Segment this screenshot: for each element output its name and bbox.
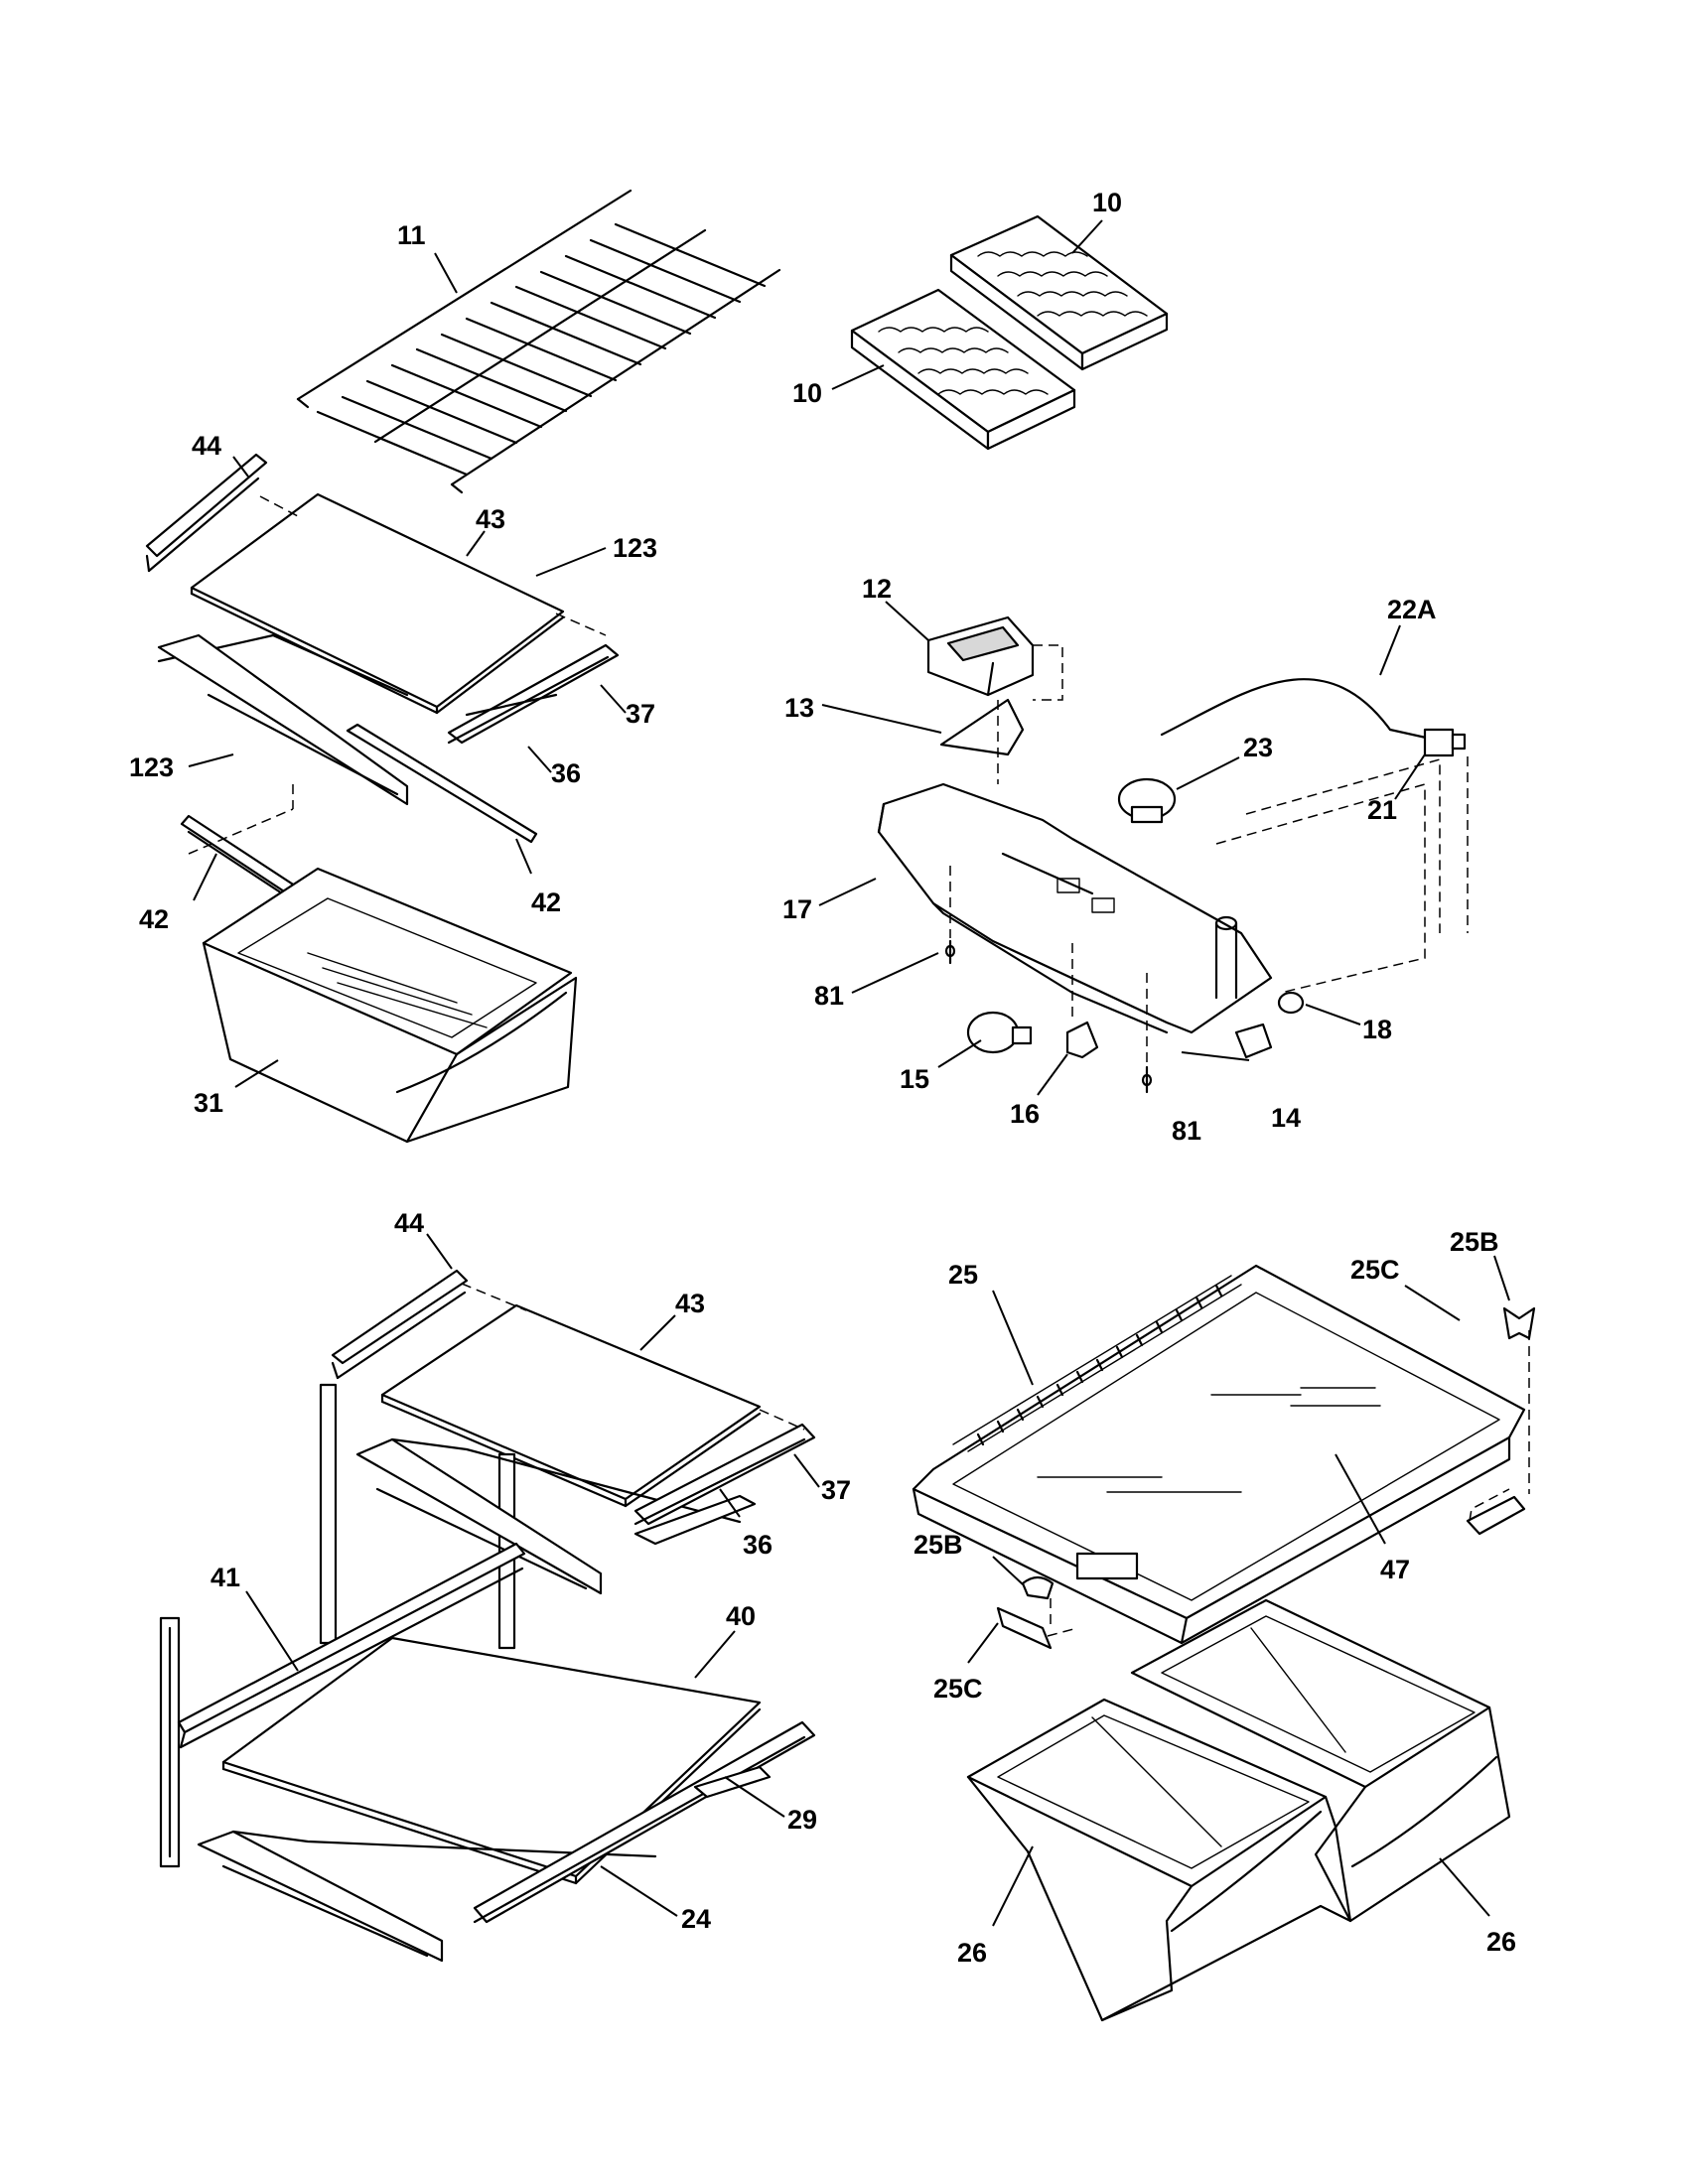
- lower-right-alignment-lines: [1047, 1330, 1530, 1637]
- upper-shelf-trim-44: [145, 453, 268, 573]
- callout-26-b: 26: [1486, 1927, 1516, 1957]
- callout-17: 17: [782, 894, 812, 924]
- crisper-cover-25: [912, 1264, 1526, 1645]
- upper-shelf-frame: [157, 633, 620, 844]
- wire-freezer-shelf: [296, 189, 781, 494]
- lower-left-alignment-lines: [461, 1283, 805, 1431]
- callout-25c-b: 25C: [933, 1674, 983, 1704]
- callout-14: 14: [1271, 1103, 1301, 1133]
- deflector-13: [939, 698, 1025, 756]
- callout-42-a: 42: [531, 887, 561, 917]
- callout-81-a: 81: [814, 981, 844, 1011]
- shelf-standard-left: [159, 1616, 181, 1868]
- callout-81-b: 81: [1172, 1116, 1201, 1146]
- callout-36-a: 36: [551, 758, 581, 788]
- callout-41: 41: [211, 1563, 240, 1592]
- crisper-pan-26-left: [966, 1698, 1352, 2022]
- callout-15: 15: [900, 1064, 929, 1094]
- screw-81-left: [944, 939, 956, 965]
- callout-10-a: 10: [1092, 188, 1122, 217]
- callout-37-a: 37: [626, 699, 655, 729]
- callout-13: 13: [784, 693, 814, 723]
- crisper-pan-26-right: [1130, 1598, 1511, 1923]
- callout-36-b: 36: [743, 1530, 773, 1560]
- control-housing-17: [877, 782, 1273, 1034]
- bracket-25c-left: [996, 1606, 1053, 1650]
- roller-25b-left: [1021, 1575, 1055, 1600]
- callout-11: 11: [397, 220, 426, 250]
- lower-shelf-frame-lower: [197, 1720, 816, 1963]
- light-shield-12: [926, 615, 1035, 697]
- callout-44-b: 44: [394, 1208, 424, 1238]
- control-23: [1117, 777, 1177, 824]
- callout-22a: 22A: [1387, 595, 1437, 624]
- callout-21: 21: [1367, 795, 1397, 825]
- callout-123-b: 123: [129, 752, 174, 782]
- lower-shelf-trim-44: [331, 1269, 469, 1380]
- callout-123-a: 123: [613, 533, 657, 563]
- callout-42-b: 42: [139, 904, 169, 934]
- callout-labels: 11 10 10 44 43 123 37 36 123 42 42 31 12…: [129, 188, 1516, 1968]
- callout-25c-a: 25C: [1350, 1255, 1400, 1285]
- callout-16: 16: [1010, 1099, 1040, 1129]
- capillary-22a: [1160, 678, 1437, 742]
- upper-left-alignment-lines: [188, 495, 607, 855]
- ice-tray-front: [850, 288, 1076, 451]
- switch-14: [1234, 1023, 1273, 1059]
- glass-shelf-40: [221, 1636, 762, 1885]
- crisper-drawer-31: [202, 867, 578, 1144]
- callout-37-b: 37: [821, 1475, 851, 1505]
- lower-glass-shelf-43: [380, 1303, 762, 1508]
- screw-81-right: [1141, 1065, 1153, 1094]
- callout-47: 47: [1380, 1555, 1410, 1584]
- upper-right-alignment-lines: [949, 644, 1469, 1064]
- ice-tray-back: [949, 214, 1169, 371]
- callout-31: 31: [194, 1088, 223, 1118]
- callout-18: 18: [1362, 1015, 1392, 1044]
- callout-43-a: 43: [476, 504, 505, 534]
- callout-29: 29: [787, 1805, 817, 1835]
- callout-24: 24: [681, 1904, 711, 1934]
- bracket-25c-right: [1466, 1495, 1526, 1536]
- callout-43-b: 43: [675, 1289, 705, 1318]
- callout-44-a: 44: [192, 431, 221, 461]
- leader-lines: [188, 219, 1510, 1927]
- callout-25: 25: [948, 1260, 978, 1290]
- switch-21: [1423, 728, 1467, 757]
- callout-23: 23: [1243, 733, 1273, 762]
- callout-25b-b: 25B: [914, 1530, 963, 1560]
- callout-26-a: 26: [957, 1938, 987, 1968]
- shelf-rail-41: [177, 1542, 526, 1749]
- lower-shelf-frame-upper: [355, 1423, 816, 1595]
- callout-25b-a: 25B: [1450, 1227, 1499, 1257]
- callout-12: 12: [862, 574, 892, 604]
- button-18: [1277, 991, 1305, 1015]
- socket-16: [1065, 1021, 1099, 1059]
- callout-10-b: 10: [792, 378, 822, 408]
- bulb-15: [966, 1011, 1033, 1054]
- callout-40: 40: [726, 1601, 756, 1631]
- glass-insert-47: [1037, 1387, 1381, 1493]
